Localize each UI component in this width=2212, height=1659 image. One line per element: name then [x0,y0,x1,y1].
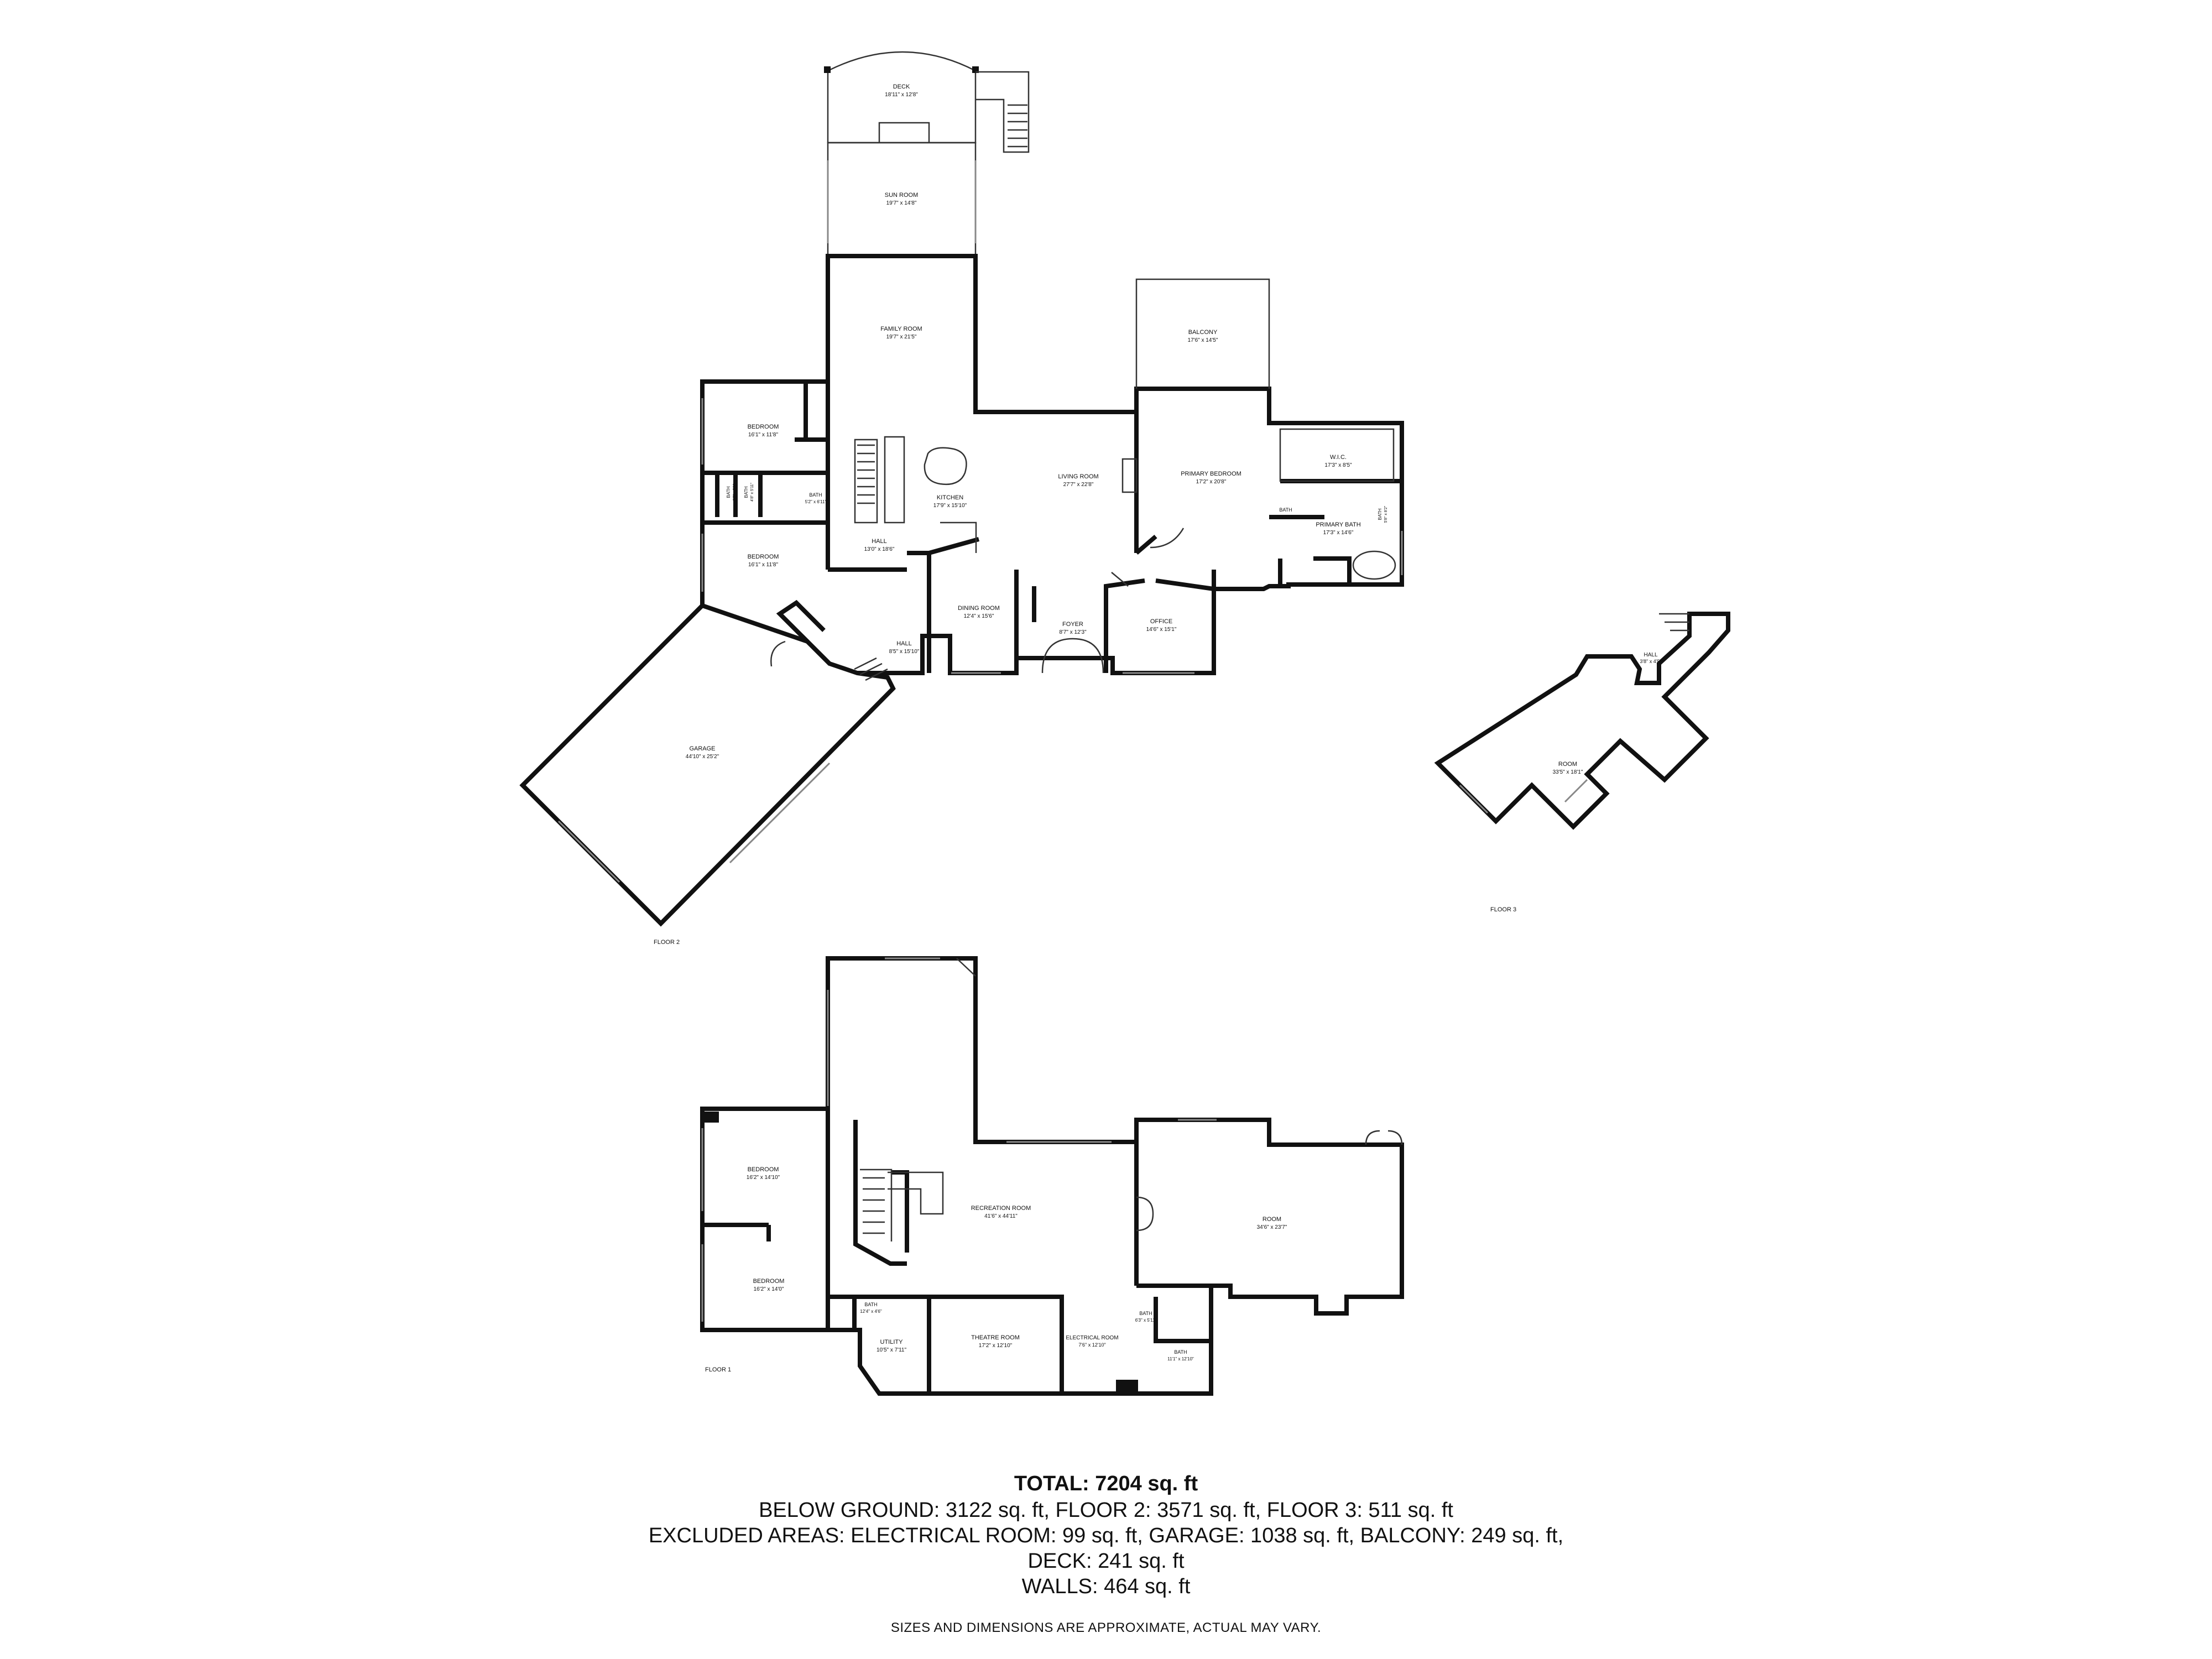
room-name: HALL [1644,652,1657,658]
room-name: DINING ROOM [958,605,1000,612]
room-dimensions: 13'0" x 18'6" [864,546,895,552]
room-dimensions: 7'6" x 12'10" [1078,1342,1105,1348]
room-name: ROOM [1558,761,1577,768]
floor-1-main-walls [700,956,1404,1396]
floor-3-plan [1434,612,1730,830]
room-dimensions: 17'3" x 8'5" [1324,462,1352,468]
room-dimensions: 4'8" x 5'11" [750,482,754,501]
floor-3-stairs [1659,613,1689,632]
room-name: GARAGE [689,745,715,752]
room-name: BATH [1279,507,1292,513]
room-name: BATH [1378,508,1383,520]
room-dimensions: 17'2" x 12'10" [979,1343,1013,1349]
room-name: THEATRE ROOM [971,1334,1020,1341]
room-dimensions: 19'7" x 21'5" [886,334,917,340]
room-name: FOYER [1062,621,1083,628]
room-name: BEDROOM [753,1278,785,1285]
room-dimensions: 27'7" x 22'8" [1063,482,1094,488]
room-dimensions: 16'1" x 11'8" [748,562,779,568]
floor-2-main-walls [700,254,1404,675]
room-dimensions: 12'4" x 15'6" [964,613,994,619]
room-dimensions: 3'8" x 4'5" [1640,659,1661,664]
disclaimer: SIZES AND DIMENSIONS ARE APPROXIMATE, AC… [890,1620,1322,1635]
room-dimensions: 5'8" x 8'2" [1384,505,1388,523]
room-name: BEDROOM [748,424,779,430]
floor-3-walls [1434,612,1730,830]
room-dimensions: 5' x 4'11" [1277,514,1295,519]
room-dimensions: 19'7" x 14'8" [886,200,917,206]
room-dimensions: 34'6" x 23'7" [1257,1224,1287,1230]
recreation-room-bar [853,1120,909,1266]
walls-area: WALLS: 464 sq. ft [1021,1575,1191,1598]
room-name: ELECTRICAL ROOM [1066,1335,1118,1341]
room-name: BATH [726,486,731,498]
floor-label: FLOOR 1 [705,1366,731,1373]
room-dimensions: 11'1" x 12'10" [1167,1357,1194,1361]
room-name: W.I.C. [1330,454,1347,461]
room-name: RECREATION ROOM [971,1205,1031,1212]
room-name: FAMILY ROOM [880,326,922,332]
room-name: LIVING ROOM [1058,473,1098,480]
floor-label: FLOOR 2 [654,939,680,946]
room-dimensions: 10'5" x 7'11" [877,1347,907,1353]
room-name: DECK [893,84,910,90]
excluded-areas-continued: DECK: 241 sq. ft [1027,1550,1185,1573]
room-dimensions: 8'5" x 15'10" [889,649,920,655]
room-dimensions: 44'10" x 25'2" [686,754,719,760]
room-dimensions: 41'6" x 44'11" [984,1213,1018,1219]
room-name: BEDROOM [748,1166,779,1173]
room-name: UTILITY [880,1339,904,1345]
floor-labels: FLOOR 2 FLOOR 3 FLOOR 1 [654,906,1516,1373]
floor-label: FLOOR 3 [1490,906,1516,913]
room-dimensions: 17'3" x 14'6" [1323,530,1354,536]
room-dimensions: 17'9" x 15'10" [933,503,967,509]
total-area: TOTAL: 7204 sq. ft [1014,1472,1198,1495]
room-name: PRIMARY BATH [1316,521,1360,528]
room-dimensions: 33'5" x 18'1" [1553,769,1583,775]
excluded-areas: EXCLUDED AREAS: ELECTRICAL ROOM: 99 sq. … [648,1524,1564,1547]
room-dimensions: 16'1" x 11'8" [748,432,779,438]
room-name: HALL [872,538,887,545]
deck-stairs [975,71,1030,153]
room-name: BATH [744,486,749,498]
room-dimensions: 18'11" x 12'8" [885,92,918,98]
room-labels: DECK 18'11" x 12'8" SUN ROOM 19'7" x 14'… [686,84,1662,1361]
room-dimensions: 14'6" x 15'1" [1146,627,1177,633]
primary-suite-walls [1269,421,1402,586]
room-name: KITCHEN [937,494,963,501]
kitchen-island [924,447,967,486]
room-dimensions: 8'7" x 12'3" [1059,629,1087,635]
room-name: SUN ROOM [885,192,919,199]
room-name: BATH [1174,1349,1187,1355]
room-name: BALCONY [1188,329,1218,336]
room-name: ROOM [1262,1216,1281,1223]
room-dimensions: 16'2" x 14'0" [754,1286,784,1292]
balcony-outline [1135,278,1270,389]
room-name: HALL [896,640,912,647]
garage-walls [519,604,896,927]
foyer-door [1041,638,1104,674]
room-dimensions: 6'3" x 5'11" [1135,1318,1157,1323]
room-name: BATH [1139,1311,1152,1316]
room-name: OFFICE [1150,618,1172,625]
garage-hall-stairs [854,657,888,681]
room-dimensions: 9'2" x 5'1" [733,483,737,500]
sun-room-outline [827,142,977,257]
room-dimensions: 5'2" x 6'11" [805,499,827,504]
floor-1-plan [700,956,1404,1396]
room-dimensions: 12'4" x 4'6" [860,1309,882,1314]
fireplace [1121,458,1138,493]
room-name: BATH [864,1302,877,1307]
floor-2-plan [519,51,1404,927]
room-name: PRIMARY BEDROOM [1181,471,1241,477]
room-dimensions: 17'2" x 20'8" [1196,479,1227,485]
room-name: BATH [809,492,822,498]
room-dimensions: 17'6" x 14'5" [1188,337,1218,343]
room-dimensions: 16'2" x 14'10" [747,1175,780,1181]
room-name: BEDROOM [748,554,779,560]
floor-area-breakdown: BELOW GROUND: 3122 sq. ft, FLOOR 2: 3571… [759,1499,1453,1522]
